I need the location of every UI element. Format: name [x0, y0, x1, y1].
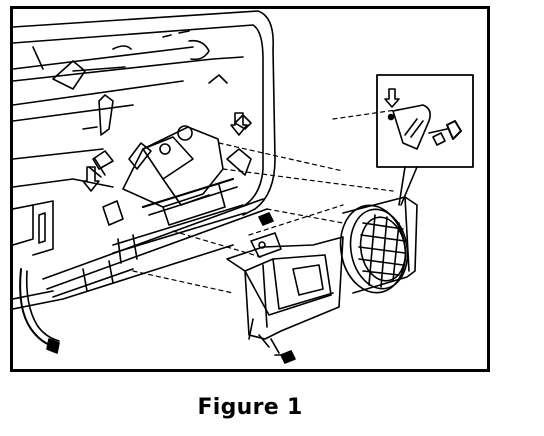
loose-screw — [274, 350, 296, 364]
detail-inset — [376, 74, 474, 206]
regulator-mechanism — [88, 125, 252, 226]
exploded-assembly-drawing — [13, 10, 474, 364]
retaining-clip — [258, 212, 274, 226]
arrow-markers — [82, 112, 248, 192]
fan-grille — [339, 196, 418, 294]
wire-harness — [19, 268, 60, 354]
blower-bracket-assembly — [226, 232, 344, 354]
figure-caption: Figure 1 — [197, 395, 303, 420]
regulator-rail — [42, 198, 268, 298]
figure-frame — [10, 6, 490, 372]
